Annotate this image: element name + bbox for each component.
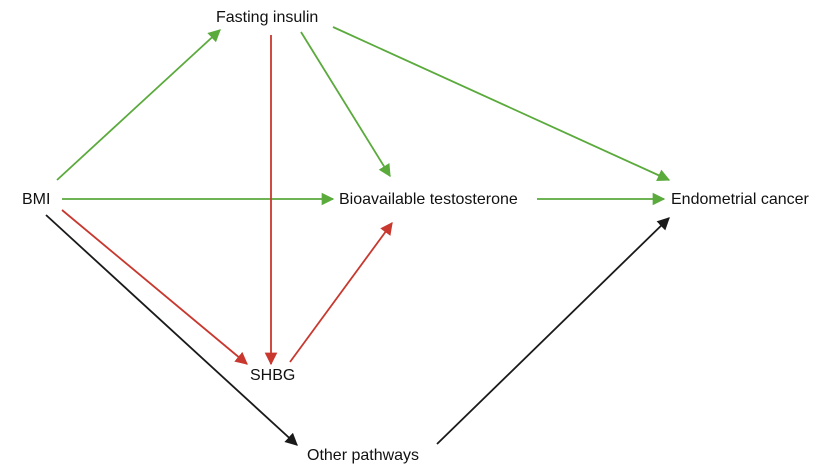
node-shbg: SHBG [250, 367, 296, 384]
edge-other-pathways-to-endometrial-cancer [436, 217, 670, 445]
edges-group [45, 26, 671, 446]
node-endometrial-cancer: Endometrial cancer [671, 191, 809, 208]
edge-fasting-insulin-to-endometrial-cancer [332, 26, 671, 182]
edge-bmi-to-fasting-insulin [56, 29, 221, 181]
edge-bmi-to-other-pathways [45, 214, 298, 446]
node-bioavailable-testosterone: Bioavailable testosterone [339, 191, 518, 208]
edge-fasting-insulin-to-bioavailable-testosterone [300, 31, 391, 178]
node-other-pathways: Other pathways [307, 447, 420, 464]
node-bmi: BMI [22, 191, 51, 208]
edge-shbg-to-bioavailable-testosterone [289, 221, 393, 363]
edge-bmi-to-shbg [61, 209, 248, 365]
node-fasting-insulin: Fasting insulin [216, 9, 319, 26]
